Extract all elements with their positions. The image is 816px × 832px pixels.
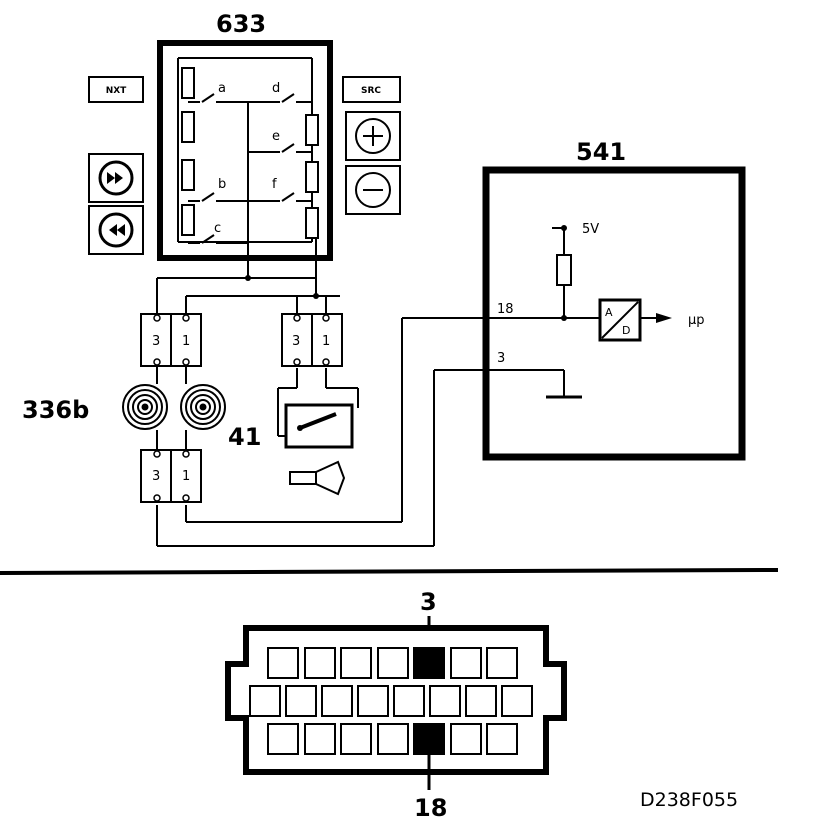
spiral-icon: [122, 366, 226, 450]
adc-digital-label: D: [622, 324, 630, 337]
switch-f-label: f: [272, 177, 277, 192]
switch-c-label: c: [214, 221, 221, 236]
nxt-button-label: NXT: [106, 86, 127, 96]
ecu-pin-3: 3: [497, 351, 505, 366]
horn-switch-icon: [284, 403, 354, 449]
upper-connector: [140, 313, 202, 367]
nxt-button-box: [88, 76, 144, 103]
horn-icon: [289, 460, 346, 496]
supply-dot: [561, 225, 567, 231]
ecu-internal: [486, 227, 656, 399]
adc-icon: [598, 298, 672, 342]
previous-track-icon: [88, 205, 144, 255]
switch-panel-internal: [177, 57, 319, 296]
connector-bottom-pin-label: 18: [414, 794, 447, 822]
adc-analog-label: A: [605, 306, 613, 319]
harness-wires: [156, 277, 486, 547]
lower-connector: [140, 449, 202, 503]
microprocessor-label: µp: [688, 313, 705, 328]
src-button-label: SRC: [361, 86, 381, 96]
switch-e-label: e: [272, 129, 280, 144]
ecu-label: 541: [576, 138, 626, 166]
connector-top-pin-label: 3: [420, 588, 437, 616]
switch-d-label: d: [272, 81, 280, 96]
upper-connector-pin-3: 3: [152, 334, 160, 349]
upper-connector-pin-1: 1: [182, 334, 190, 349]
switch-panel-box: [157, 40, 333, 261]
reference-code: D238F055: [640, 789, 738, 811]
section-divider: [0, 568, 779, 575]
switch-panel-label: 633: [216, 10, 266, 38]
ecu-pin-18: 18: [497, 302, 514, 317]
horn-connector: [281, 313, 343, 367]
junction-dot: [561, 315, 567, 321]
switch-b-label: b: [218, 177, 226, 192]
minus-icon: [345, 165, 401, 215]
src-button-box: [342, 76, 401, 103]
switch-a-label: a: [218, 81, 226, 96]
supply-voltage-label: 5V: [582, 222, 599, 237]
lower-connector-pin-3: 3: [152, 469, 160, 484]
rotary-connector-label: 336b: [22, 396, 89, 424]
horn-label: 41: [228, 423, 261, 451]
junction-dot: [245, 275, 251, 281]
horn-connector-pin-1: 1: [322, 334, 330, 349]
ecu-box: [482, 166, 746, 461]
junction-dot: [313, 293, 319, 299]
next-track-icon: [88, 153, 144, 203]
horn-connector-pin-3: 3: [292, 334, 300, 349]
lower-connector-pin-1: 1: [182, 469, 190, 484]
plus-icon: [345, 111, 401, 161]
connector-pins: [249, 647, 533, 755]
